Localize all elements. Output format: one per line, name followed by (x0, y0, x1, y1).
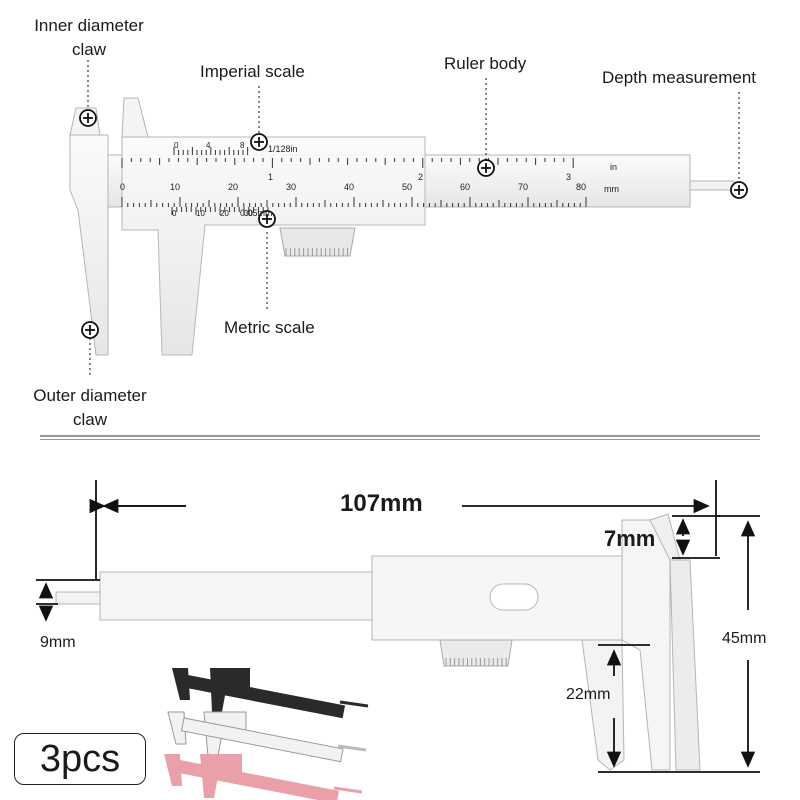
vernier-metric-number: 10 (196, 209, 205, 218)
vernier-imperial-number: 4 (206, 141, 211, 150)
inner-jaw-moving (121, 97, 149, 138)
vernier-metric-number: 30 (244, 209, 253, 218)
variant-white-caliper-icon (167, 711, 367, 763)
imperial-number: 2 (418, 172, 423, 182)
depth-rod (687, 180, 735, 191)
in-unit-label: in (610, 162, 617, 172)
marker-ruler-body-icon (477, 159, 495, 177)
label-outer-diameter-claw: Outer diameter claw (33, 386, 147, 429)
metric-number: 80 (576, 182, 586, 192)
bottom-thumb-wheel (439, 639, 513, 667)
label-depth-measurement: Depth measurement (602, 68, 757, 87)
metric-number: 0 (120, 182, 125, 192)
label-metric-scale: Metric scale (224, 318, 315, 337)
marker-imperial-icon (250, 133, 268, 151)
metric-number: 40 (344, 182, 354, 192)
vernier-imperial-number: 8 (240, 141, 245, 150)
dim-thickness: 9mm (40, 634, 76, 651)
vernier-imperial-note: 1/128in (268, 144, 298, 154)
vernier-metric-number: 20 (220, 209, 229, 218)
marker-inner-claw-icon (79, 109, 97, 127)
bottom-slider (371, 555, 623, 641)
metric-number: 70 (518, 182, 528, 192)
bottom-moving-jaw (581, 639, 625, 771)
dim-jaw-length: 22mm (566, 686, 611, 703)
imperial-number: 3 (566, 172, 571, 182)
thumb-wheel (279, 227, 356, 257)
metric-number: 10 (170, 182, 180, 192)
bottom-slot (489, 583, 539, 611)
marker-depth-icon (730, 181, 748, 199)
label-ruler-body: Ruler body (444, 54, 527, 73)
metric-number: 30 (286, 182, 296, 192)
marker-outer-claw-icon (81, 321, 99, 339)
vernier-metric-note: 0.05mm (240, 208, 273, 218)
vernier-imperial-number: 0 (174, 141, 179, 150)
marker-metric-icon (258, 210, 276, 228)
metric-number: 50 (402, 182, 412, 192)
bottom-fixed-jaw (621, 519, 671, 771)
bottom-main-beam (99, 571, 671, 621)
label-inner-diameter-claw: Inner diameter claw (34, 16, 144, 59)
mm-unit-label: mm (604, 184, 619, 194)
dim-length: 107mm (340, 490, 423, 517)
dim-height: 45mm (722, 630, 767, 647)
vernier-metric-number: 0 (172, 209, 177, 218)
variant-pink-caliper-icon (164, 754, 363, 800)
package-count-badge: 3pcs (14, 733, 146, 785)
metric-number: 20 (228, 182, 238, 192)
metric-number: 60 (460, 182, 470, 192)
caliper-diagram-top: in mm 1 2 3 0 10 20 30 40 50 60 70 80 0 … (40, 60, 760, 440)
variant-black-caliper-icon (172, 668, 369, 719)
bottom-depth-rod (55, 591, 107, 605)
label-imperial-scale: Imperial scale (200, 62, 305, 81)
vernier-slider (121, 136, 426, 356)
dim-jaw-tip: 7mm (604, 526, 656, 551)
imperial-number: 1 (268, 172, 273, 182)
